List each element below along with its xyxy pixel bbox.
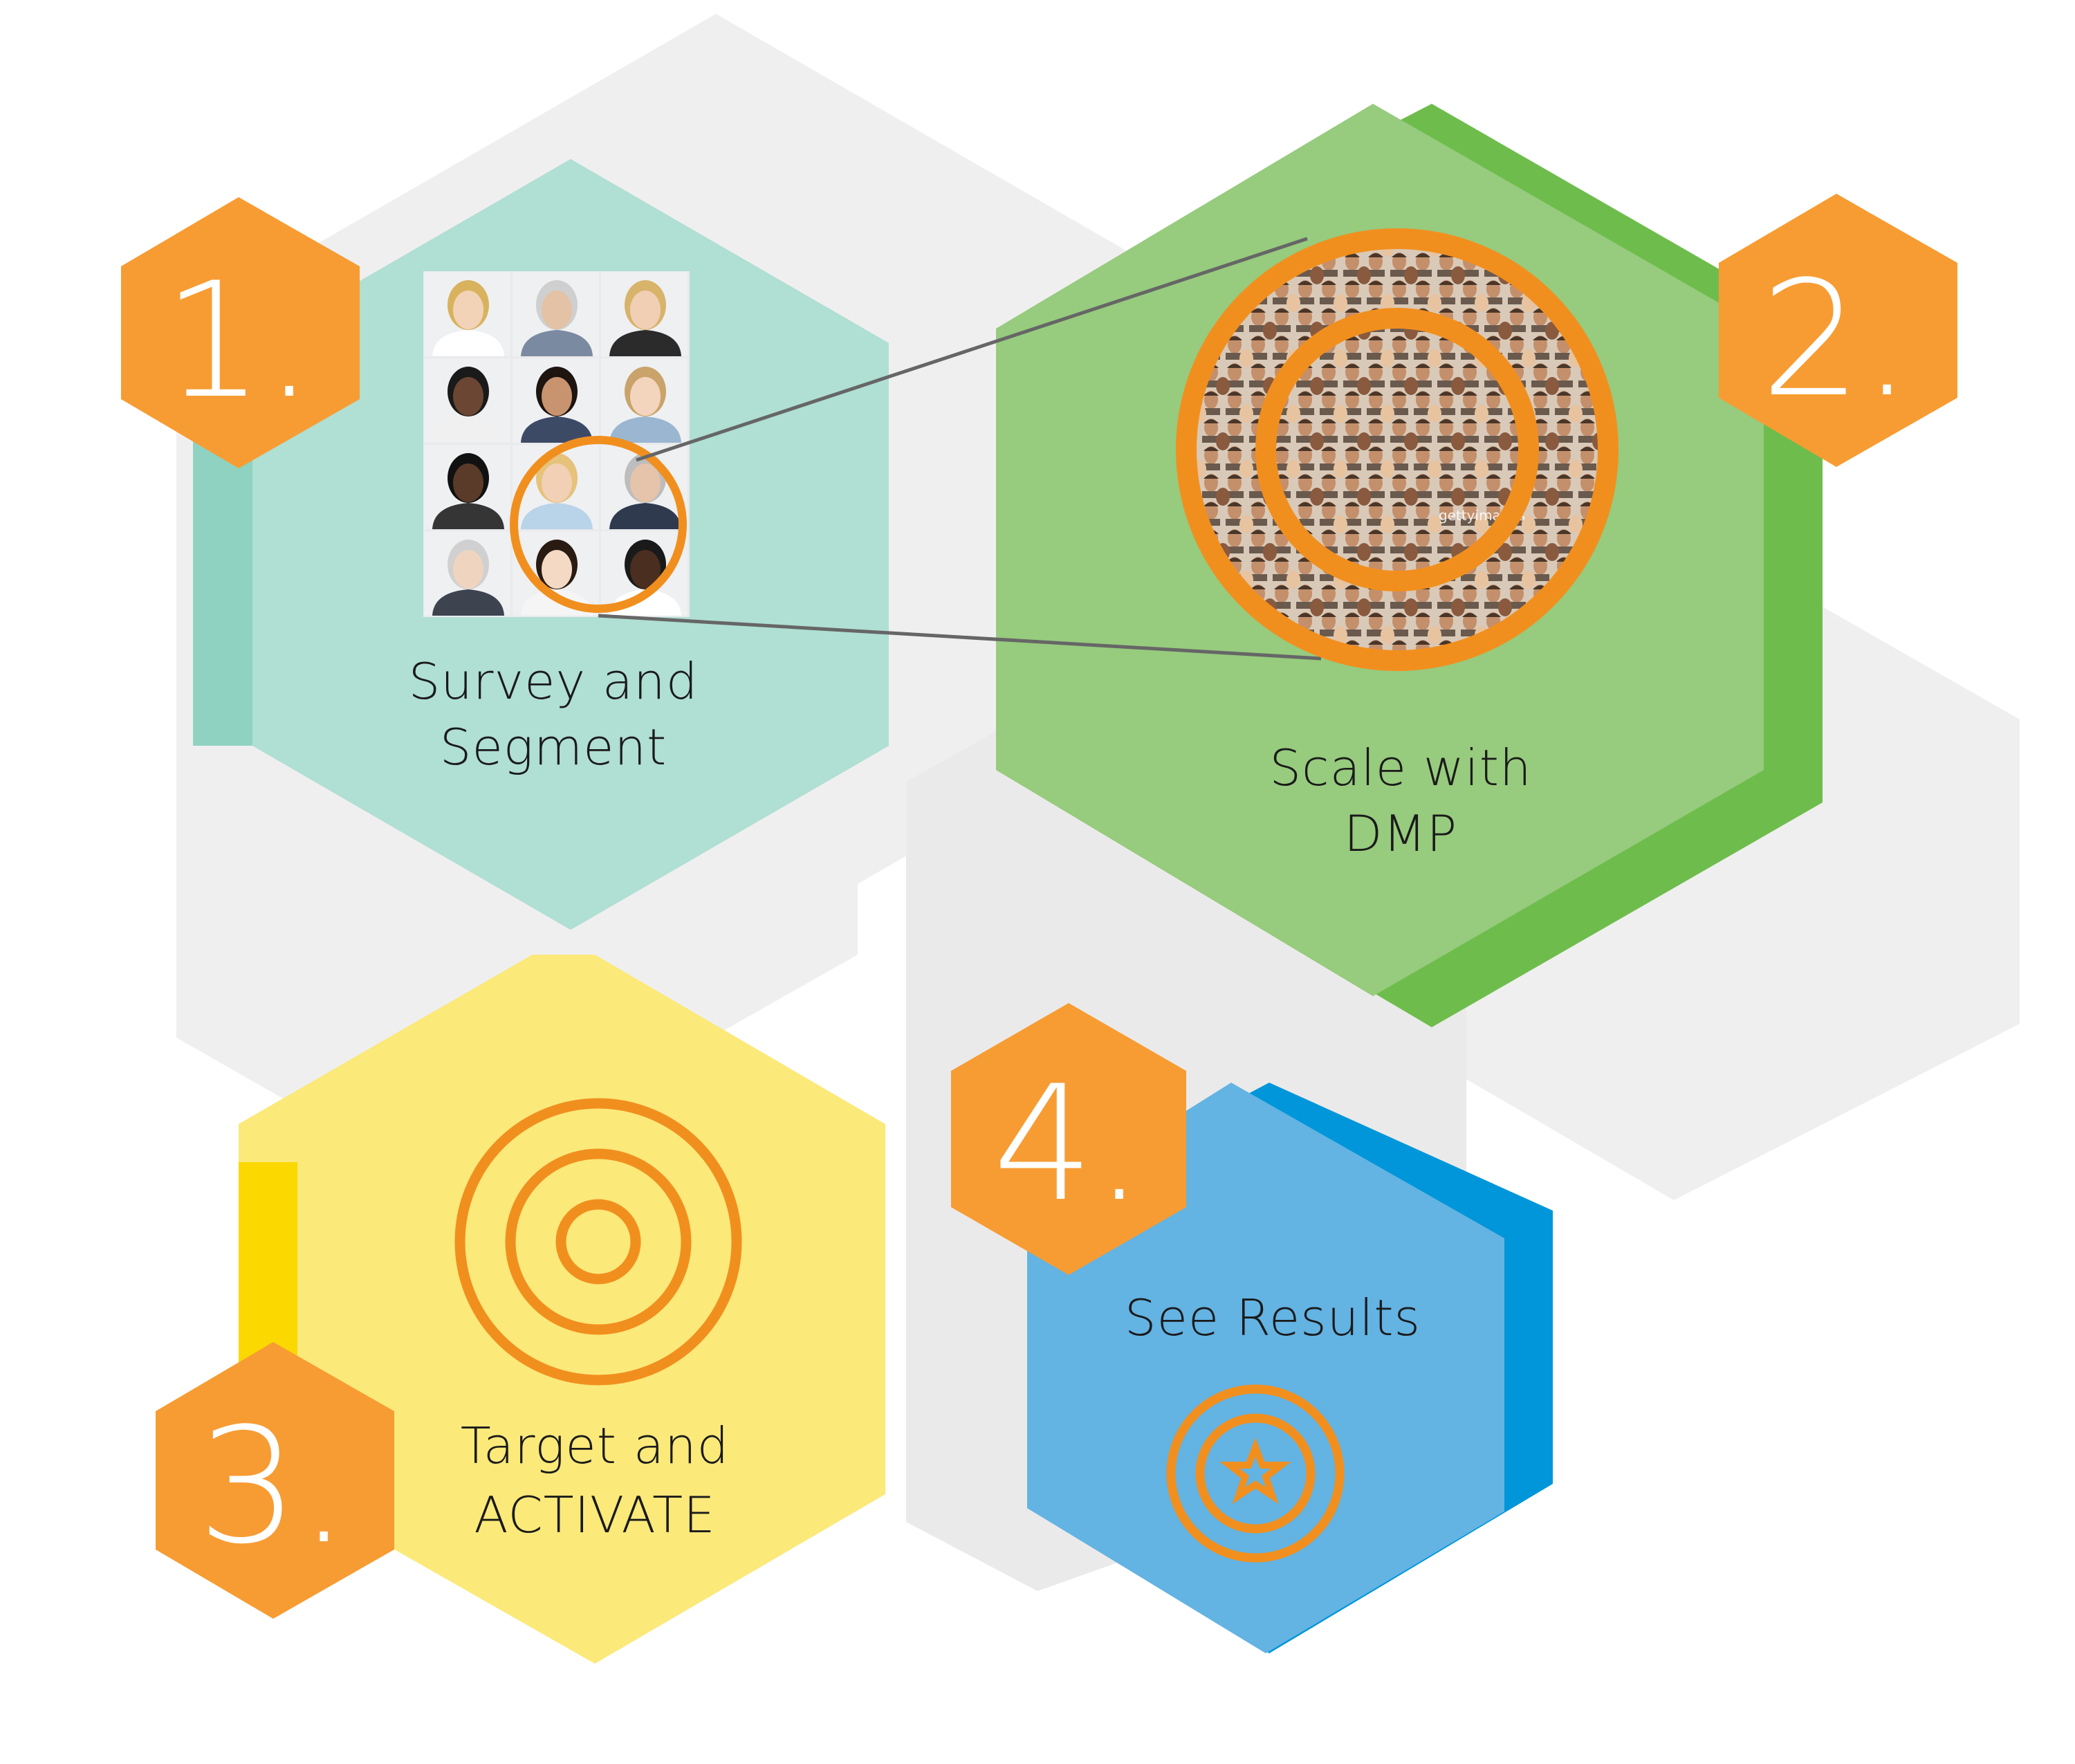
badge-2-hex (1719, 194, 1957, 467)
badge-4: 4. (951, 1003, 1186, 1275)
step-1: Survey and Segment (193, 159, 889, 930)
portrait-cell (513, 358, 599, 443)
mosaic-outer-ring (1176, 228, 1618, 671)
badge-2-number: 2. (1760, 248, 1912, 432)
step-2-label-line2: DMP (1344, 805, 1457, 863)
portrait-cell (601, 272, 688, 356)
zoom-connector-top (636, 237, 1308, 462)
zoom-connector-bottom (598, 614, 1322, 661)
badge-1: 1. (121, 197, 360, 468)
badge-4-number: 4. (993, 1052, 1144, 1237)
portrait-cell (424, 272, 510, 356)
step-1-label-line2: Segment (440, 718, 667, 776)
portrait-cell (424, 531, 510, 616)
portrait-cell (601, 531, 688, 616)
mosaic-inner-ring (1255, 308, 1539, 591)
badge-3: 3. (156, 1342, 394, 1619)
step-1-label-line1: Survey and (409, 652, 699, 710)
portrait-cell (513, 272, 599, 356)
step-3-hex (239, 955, 885, 1664)
target-icon (454, 1098, 742, 1386)
badge-3-number: 3. (197, 1395, 349, 1579)
badge-1-number: 1. (163, 249, 314, 434)
portrait-cell (601, 358, 688, 443)
badge-3-hex (156, 1342, 394, 1619)
star-medal-icon (1166, 1384, 1345, 1563)
portrait-cell (513, 445, 599, 529)
portrait-cell (424, 358, 510, 443)
step-4-label: See Results (1125, 1289, 1421, 1347)
badge-1-hex (121, 197, 360, 468)
step-3: Target and ACTIVATE (239, 955, 885, 1664)
step-2-label-line1: Scale with (1269, 739, 1531, 797)
people-grid-photo (423, 271, 690, 617)
badge-4-hex (951, 1003, 1186, 1275)
step-3-label-line1: Target and (461, 1417, 730, 1475)
step-2: gettyimages Scale with DMP (598, 104, 1823, 1027)
portrait-cell (424, 445, 510, 529)
zoom-circle (510, 436, 687, 613)
step-3-label-line2: ACTIVATE (474, 1486, 715, 1544)
badge-2: 2. (1719, 194, 1957, 467)
